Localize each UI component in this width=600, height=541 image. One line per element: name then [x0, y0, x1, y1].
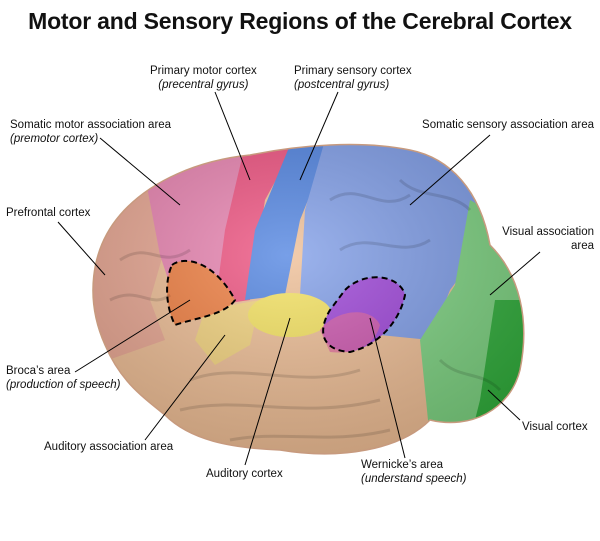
broca-dashed-outline — [166, 259, 237, 327]
leader-auditory-assoc — [144, 334, 226, 441]
label-auditory-cortex: Auditory cortex — [206, 468, 283, 480]
label-auditory-assoc: Auditory association area — [44, 441, 174, 453]
leader-somatic-motor-assoc — [99, 137, 181, 206]
leader-primary-sensory — [299, 91, 339, 181]
leader-primary-motor — [214, 91, 251, 181]
brain-outline — [92, 143, 525, 455]
label-primary-sensory: Primary sensory cortex (postcentral gyru… — [294, 65, 412, 91]
label-visual-cortex: Visual cortex — [522, 421, 588, 433]
leader-brocas — [74, 299, 191, 373]
label-somatic-motor-assoc: Somatic motor association area (premotor… — [10, 119, 172, 145]
label-wernickes: Wernicke’s area (understand speech) — [361, 459, 467, 485]
leader-somatic-sensory-assoc — [409, 134, 491, 206]
leader-prefrontal — [57, 221, 106, 276]
label-primary-motor: Primary motor cortex (precentral gyrus) — [150, 65, 257, 91]
leader-visual-cortex — [487, 389, 521, 421]
leader-wernickes — [369, 317, 406, 459]
leader-visual-assoc — [489, 251, 541, 296]
diagram-title: Motor and Sensory Regions of the Cerebra… — [28, 8, 572, 34]
label-prefrontal: Prefrontal cortex — [6, 207, 91, 219]
label-brocas: Broca’s area (production of speech) — [6, 365, 121, 391]
leader-auditory-cortex — [244, 317, 291, 466]
label-visual-assoc: Visual association area — [502, 226, 594, 252]
label-somatic-sensory-assoc: Somatic sensory association area — [422, 119, 594, 131]
wernicke-dashed-outline — [322, 276, 407, 354]
